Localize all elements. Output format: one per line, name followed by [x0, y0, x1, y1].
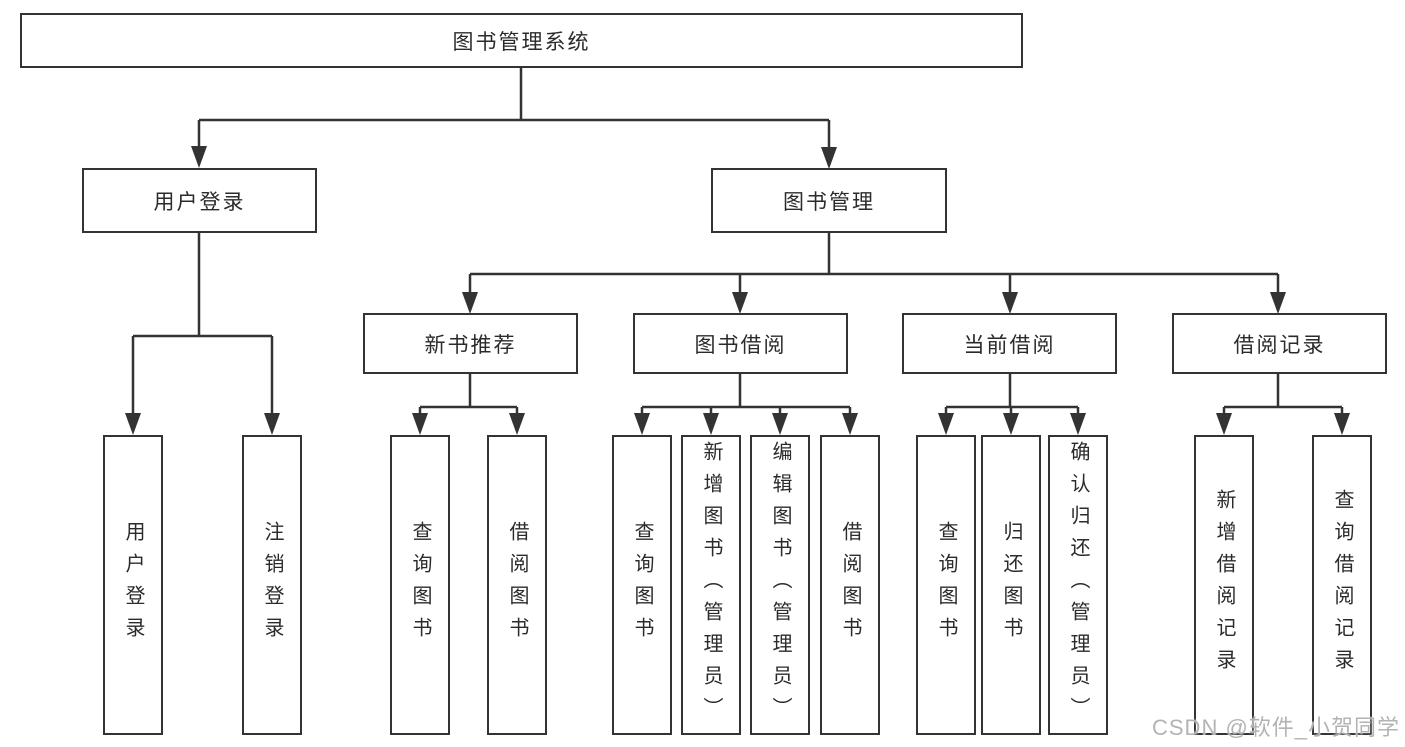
node-library-system: 图书管理系统	[20, 13, 1023, 68]
node-book-management-label: 图书管理	[783, 190, 875, 214]
leaf-edit-books-admin: 编辑图书（管理员）	[750, 435, 810, 735]
node-borrowing-records-label: 借阅记录	[1233, 333, 1326, 357]
leaf-edit-books-admin-label: 编辑图书（管理员）	[769, 441, 791, 729]
leaf-return-books: 归还图书	[981, 435, 1041, 735]
leaf-query-borrow-record: 查询借阅记录	[1312, 435, 1372, 735]
node-current-borrowing: 当前借阅	[902, 313, 1117, 374]
leaf-add-books-admin-label: 新增图书（管理员）	[700, 441, 722, 729]
leaf-add-borrow-record: 新增借阅记录	[1194, 435, 1254, 735]
leaf-recommend-query-books-label: 查询图书	[409, 521, 431, 649]
node-book-management: 图书管理	[711, 168, 947, 233]
node-current-borrowing-label: 当前借阅	[963, 333, 1056, 357]
watermark-text: CSDN @软件_小贺同学	[1152, 715, 1401, 740]
node-user-login: 用户登录	[82, 168, 317, 233]
node-new-book-recommendation-label: 新书推荐	[424, 333, 517, 357]
leaf-borrowing-borrow-books: 借阅图书	[820, 435, 880, 735]
leaf-confirm-return-admin-label: 确认归还（管理员）	[1067, 441, 1089, 729]
node-book-borrowing-label: 图书借阅	[694, 333, 787, 357]
node-library-system-label: 图书管理系统	[452, 30, 591, 54]
node-borrowing-records: 借阅记录	[1172, 313, 1387, 374]
leaf-logout-label: 注销登录	[261, 521, 283, 649]
leaf-add-borrow-record-label: 新增借阅记录	[1213, 489, 1235, 681]
leaf-user-login: 用户登录	[103, 435, 163, 735]
node-book-borrowing: 图书借阅	[633, 313, 848, 374]
leaf-user-login-label: 用户登录	[122, 521, 144, 649]
leaf-current-query-books: 查询图书	[916, 435, 976, 735]
leaf-logout: 注销登录	[242, 435, 302, 735]
node-new-book-recommendation: 新书推荐	[363, 313, 578, 374]
leaf-confirm-return-admin: 确认归还（管理员）	[1048, 435, 1108, 735]
leaf-borrowing-query-books: 查询图书	[612, 435, 672, 735]
leaf-recommend-borrow-books-label: 借阅图书	[506, 521, 528, 649]
leaf-current-query-books-label: 查询图书	[935, 521, 957, 649]
leaf-query-borrow-record-label: 查询借阅记录	[1331, 489, 1353, 681]
leaf-recommend-borrow-books: 借阅图书	[487, 435, 547, 735]
leaf-add-books-admin: 新增图书（管理员）	[681, 435, 741, 735]
leaf-recommend-query-books: 查询图书	[390, 435, 450, 735]
leaf-borrowing-query-books-label: 查询图书	[631, 521, 653, 649]
node-user-login-label: 用户登录	[153, 190, 246, 214]
leaf-borrowing-borrow-books-label: 借阅图书	[839, 521, 861, 649]
leaf-return-books-label: 归还图书	[1000, 521, 1022, 649]
